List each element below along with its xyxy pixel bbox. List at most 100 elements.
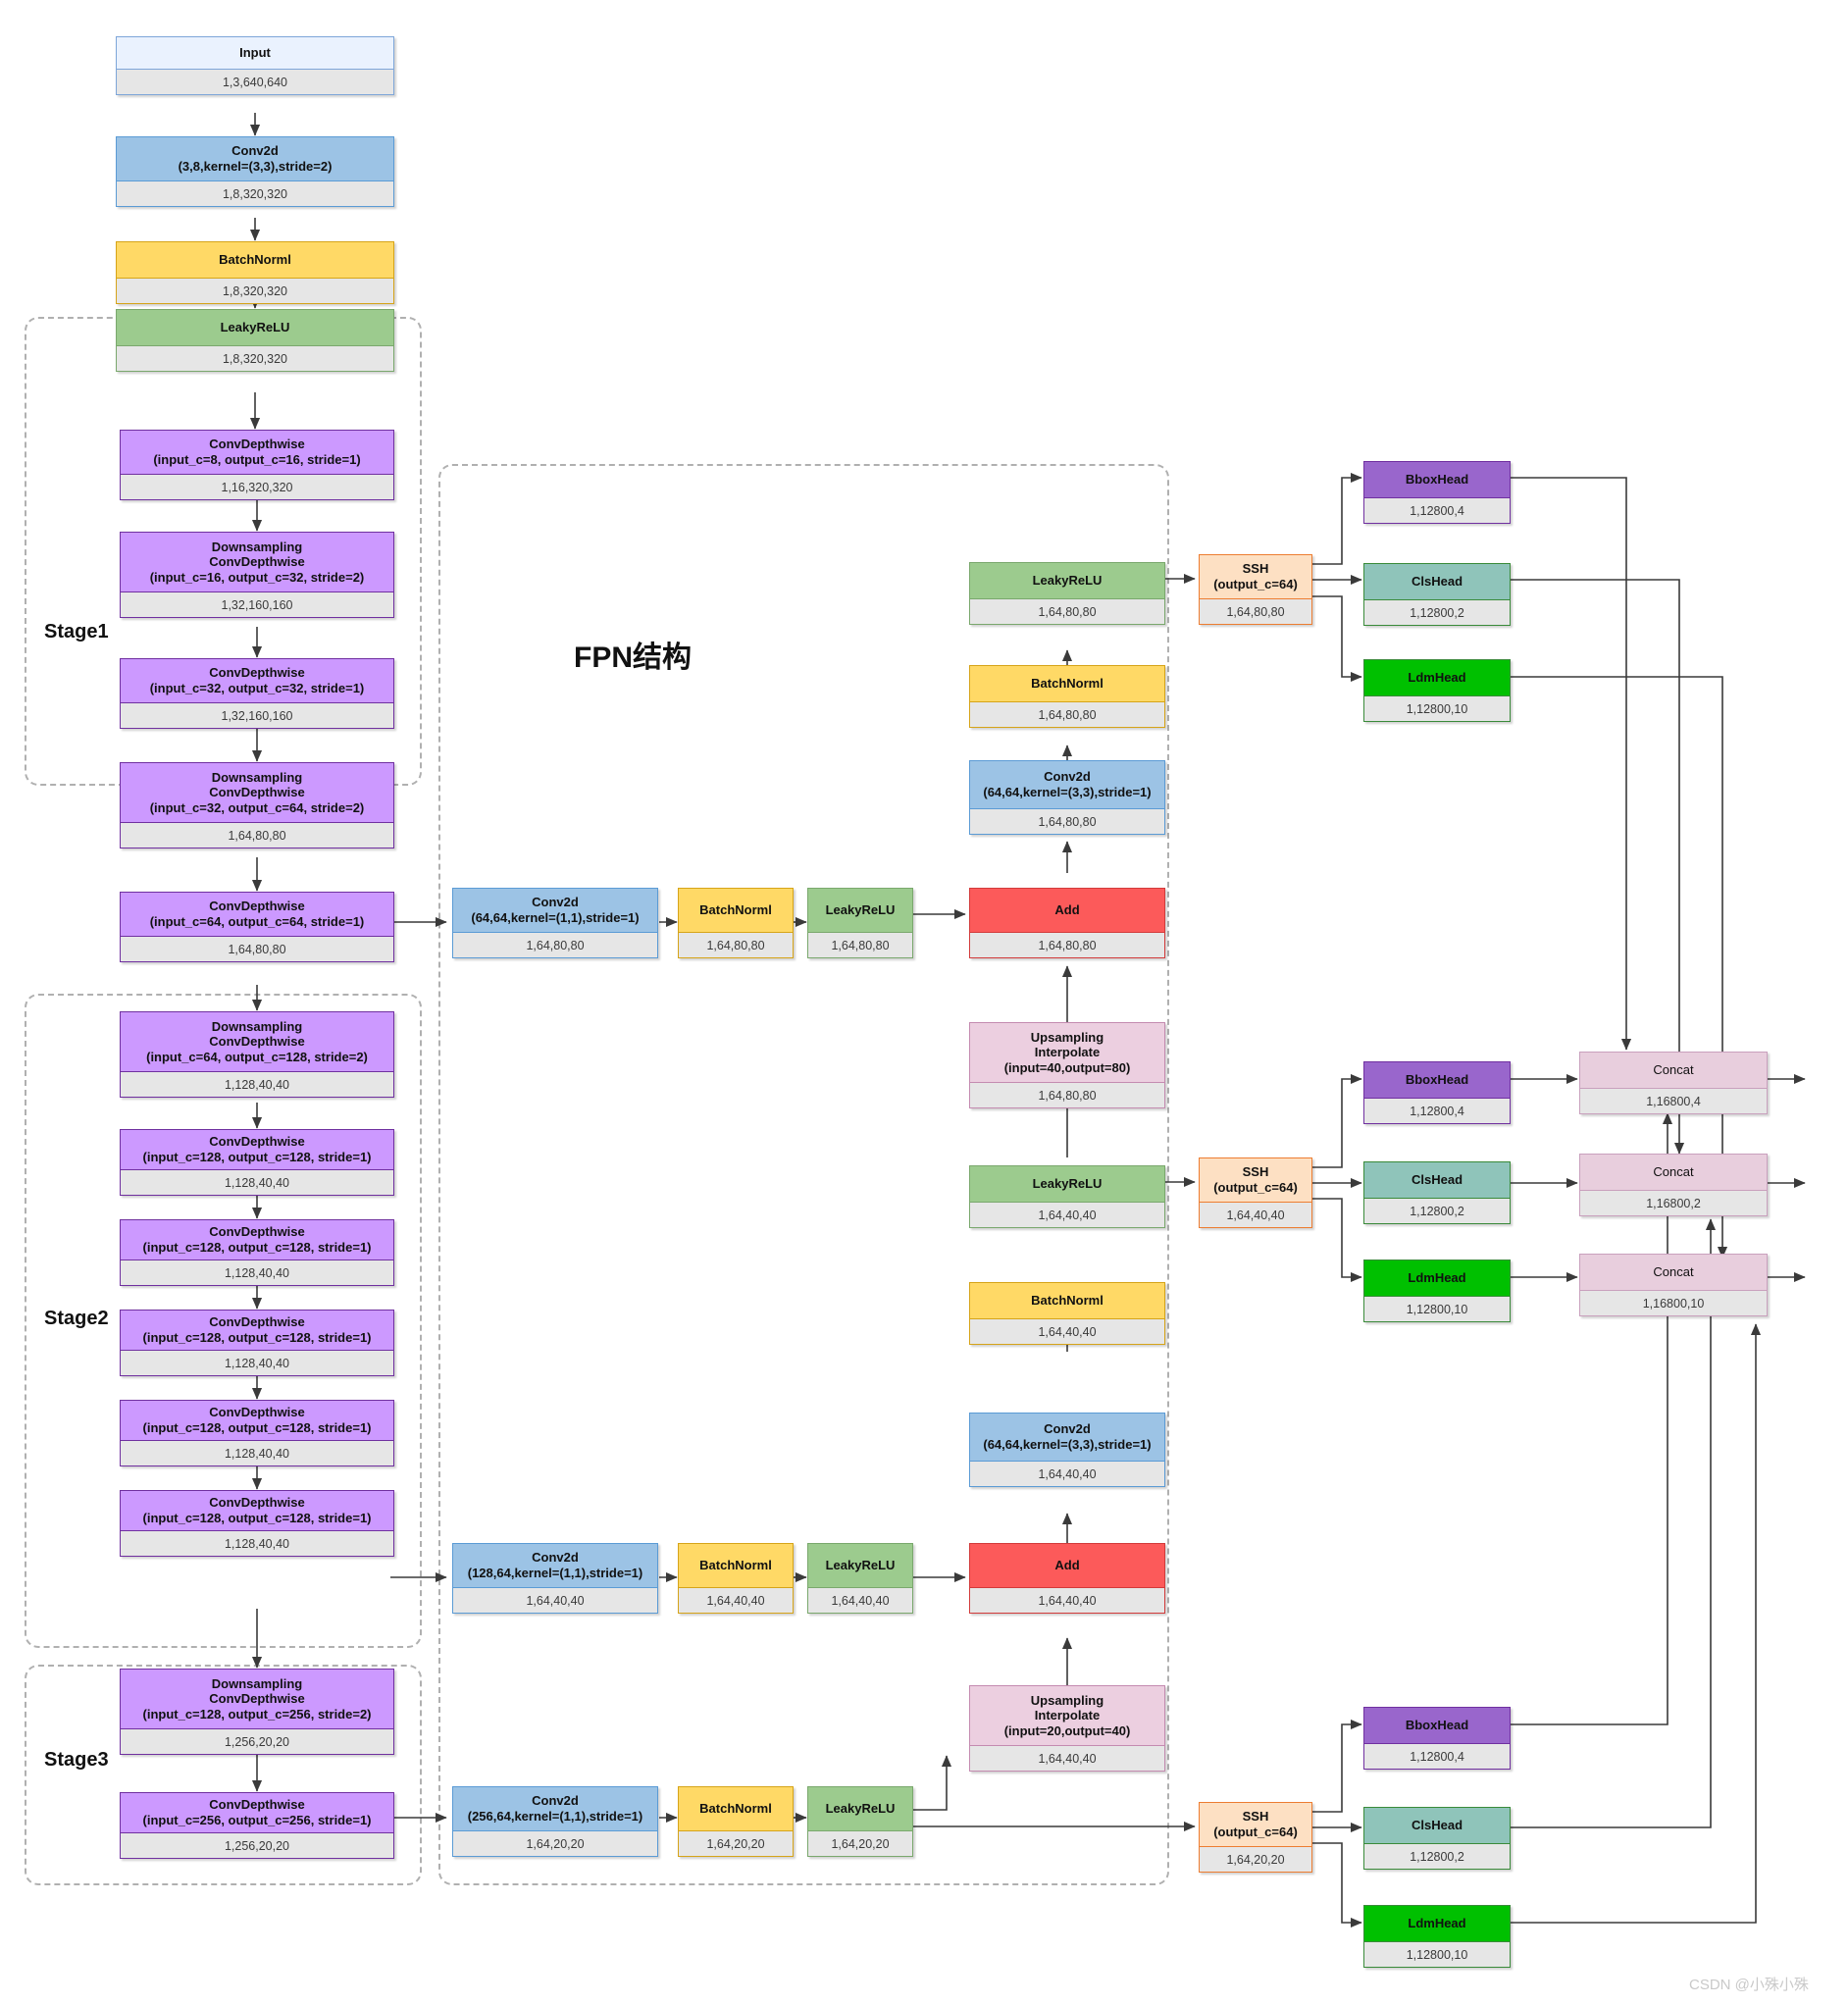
node-add-p2[interactable]: Add 1,64,40,40 [969,1543,1165,1614]
node-s1-dw3[interactable]: ConvDepthwise (input_c=32, output_c=32, … [120,658,394,729]
node-concat-cls-shape: 1,16800,2 [1580,1190,1767,1215]
node-concat-ldm-title: Concat [1580,1255,1767,1290]
node-concat-bbox[interactable]: Concat 1,16800,4 [1579,1052,1768,1114]
node-s1-dw3-shape: 1,32,160,160 [121,702,393,728]
node-l2-bn[interactable]: BatchNorml 1,64,40,40 [678,1543,794,1614]
stage2-group-frame [25,994,422,1648]
node-add-p2-shape: 1,64,40,40 [970,1587,1164,1613]
node-s2-dw2[interactable]: ConvDepthwise (input_c=128, output_c=128… [120,1129,394,1196]
node-stem-bn-shape: 1,8,320,320 [117,278,393,303]
node-ldm3[interactable]: LdmHead 1,12800,10 [1363,1905,1511,1968]
node-s2-dw1-shape: 1,128,40,40 [121,1071,393,1097]
node-m1-relu-title: LeakyReLU [970,563,1164,598]
stage3-group-frame [25,1665,422,1885]
node-s1-dw5[interactable]: ConvDepthwise (input_c=64, output_c=64, … [120,892,394,962]
node-m2-bn[interactable]: BatchNorml 1,64,40,40 [969,1282,1165,1345]
node-s2-dw6[interactable]: ConvDepthwise (input_c=128, output_c=128… [120,1490,394,1557]
node-s3-dw2-title: ConvDepthwise (input_c=256, output_c=256… [121,1793,393,1832]
node-s2-dw6-shape: 1,128,40,40 [121,1530,393,1556]
node-cls3[interactable]: ClsHead 1,12800,2 [1363,1807,1511,1870]
node-up-40-80[interactable]: Upsampling Interpolate (input=40,output=… [969,1022,1165,1108]
node-cls1[interactable]: ClsHead 1,12800,2 [1363,563,1511,626]
node-ssh2[interactable]: SSH (output_c=64) 1,64,40,40 [1199,1157,1312,1228]
node-s3-dw2-shape: 1,256,20,20 [121,1832,393,1858]
node-add-p1[interactable]: Add 1,64,80,80 [969,888,1165,958]
node-s2-dw1[interactable]: Downsampling ConvDepthwise (input_c=64, … [120,1011,394,1098]
node-s1-dw3-title: ConvDepthwise (input_c=32, output_c=32, … [121,659,393,702]
node-ldm3-title: LdmHead [1364,1906,1510,1941]
node-m1-conv-shape: 1,64,80,80 [970,808,1164,834]
node-s2-dw5[interactable]: ConvDepthwise (input_c=128, output_c=128… [120,1400,394,1466]
node-l2-conv[interactable]: Conv2d (128,64,kernel=(1,1),stride=1) 1,… [452,1543,658,1614]
node-l1-bn[interactable]: BatchNorml 1,64,80,80 [678,888,794,958]
node-l1-relu[interactable]: LeakyReLU 1,64,80,80 [807,888,913,958]
node-ssh1[interactable]: SSH (output_c=64) 1,64,80,80 [1199,554,1312,625]
node-m2-relu[interactable]: LeakyReLU 1,64,40,40 [969,1165,1165,1228]
node-m1-bn[interactable]: BatchNorml 1,64,80,80 [969,665,1165,728]
node-m2-conv-title: Conv2d (64,64,kernel=(3,3),stride=1) [970,1414,1164,1461]
node-l1-conv-shape: 1,64,80,80 [453,932,657,957]
node-s2-dw3[interactable]: ConvDepthwise (input_c=128, output_c=128… [120,1219,394,1286]
node-bbox1[interactable]: BboxHead 1,12800,4 [1363,461,1511,524]
node-up-40-80-title: Upsampling Interpolate (input=40,output=… [970,1023,1164,1082]
node-l1-bn-shape: 1,64,80,80 [679,932,793,957]
node-s2-dw4-shape: 1,128,40,40 [121,1350,393,1375]
node-s1-dw1-title: ConvDepthwise (input_c=8, output_c=16, s… [121,431,393,474]
node-ldm2-shape: 1,12800,10 [1364,1296,1510,1321]
node-input-title: Input [117,37,393,69]
node-l1-conv[interactable]: Conv2d (64,64,kernel=(1,1),stride=1) 1,6… [452,888,658,958]
node-s3-dw1-title: Downsampling ConvDepthwise (input_c=128,… [121,1670,393,1728]
node-l2-relu[interactable]: LeakyReLU 1,64,40,40 [807,1543,913,1614]
node-l3-relu-title: LeakyReLU [808,1787,912,1830]
node-bbox3-title: BboxHead [1364,1708,1510,1743]
node-bbox2-shape: 1,12800,4 [1364,1098,1510,1123]
node-m2-conv-shape: 1,64,40,40 [970,1461,1164,1486]
node-bbox1-title: BboxHead [1364,462,1510,497]
node-ldm2[interactable]: LdmHead 1,12800,10 [1363,1260,1511,1322]
node-l3-bn[interactable]: BatchNorml 1,64,20,20 [678,1786,794,1857]
node-bbox3[interactable]: BboxHead 1,12800,4 [1363,1707,1511,1770]
node-l2-conv-title: Conv2d (128,64,kernel=(1,1),stride=1) [453,1544,657,1587]
node-s1-dw5-title: ConvDepthwise (input_c=64, output_c=64, … [121,893,393,936]
node-s2-dw3-shape: 1,128,40,40 [121,1260,393,1285]
stage2-group-label: Stage2 [44,1308,109,1329]
node-concat-cls[interactable]: Concat 1,16800,2 [1579,1154,1768,1216]
node-m1-conv[interactable]: Conv2d (64,64,kernel=(3,3),stride=1) 1,6… [969,760,1165,835]
node-up-20-40[interactable]: Upsampling Interpolate (input=20,output=… [969,1685,1165,1772]
node-add-p1-shape: 1,64,80,80 [970,932,1164,957]
stage3-group-label: Stage3 [44,1749,109,1771]
node-s3-dw1[interactable]: Downsampling ConvDepthwise (input_c=128,… [120,1669,394,1755]
node-cls3-shape: 1,12800,2 [1364,1843,1510,1869]
node-concat-bbox-title: Concat [1580,1053,1767,1088]
node-ssh3[interactable]: SSH (output_c=64) 1,64,20,20 [1199,1802,1312,1873]
node-add-p2-title: Add [970,1544,1164,1587]
node-s1-dw2[interactable]: Downsampling ConvDepthwise (input_c=16, … [120,532,394,618]
node-bbox2[interactable]: BboxHead 1,12800,4 [1363,1061,1511,1124]
node-l1-bn-title: BatchNorml [679,889,793,932]
node-s2-dw2-title: ConvDepthwise (input_c=128, output_c=128… [121,1130,393,1169]
node-s2-dw4[interactable]: ConvDepthwise (input_c=128, output_c=128… [120,1310,394,1376]
node-ldm1-title: LdmHead [1364,660,1510,695]
node-s1-dw1-shape: 1,16,320,320 [121,474,393,499]
node-cls2[interactable]: ClsHead 1,12800,2 [1363,1161,1511,1224]
node-s2-dw1-title: Downsampling ConvDepthwise (input_c=64, … [121,1012,393,1071]
node-s1-dw4[interactable]: Downsampling ConvDepthwise (input_c=32, … [120,762,394,848]
node-stem-conv[interactable]: Conv2d (3,8,kernel=(3,3),stride=2) 1,8,3… [116,136,394,207]
node-input[interactable]: Input 1,3,640,640 [116,36,394,95]
node-ldm1[interactable]: LdmHead 1,12800,10 [1363,659,1511,722]
node-l1-relu-shape: 1,64,80,80 [808,932,912,957]
node-stem-relu-shape: 1,8,320,320 [117,345,393,371]
node-s2-dw3-title: ConvDepthwise (input_c=128, output_c=128… [121,1220,393,1260]
node-m2-conv[interactable]: Conv2d (64,64,kernel=(3,3),stride=1) 1,6… [969,1413,1165,1487]
node-s1-dw1[interactable]: ConvDepthwise (input_c=8, output_c=16, s… [120,430,394,500]
node-stem-bn[interactable]: BatchNorml 1,8,320,320 [116,241,394,304]
node-bbox2-title: BboxHead [1364,1062,1510,1098]
node-l3-relu[interactable]: LeakyReLU 1,64,20,20 [807,1786,913,1857]
node-concat-ldm[interactable]: Concat 1,16800,10 [1579,1254,1768,1316]
node-s3-dw2[interactable]: ConvDepthwise (input_c=256, output_c=256… [120,1792,394,1859]
node-m1-relu[interactable]: LeakyReLU 1,64,80,80 [969,562,1165,625]
node-stem-relu[interactable]: LeakyReLU 1,8,320,320 [116,309,394,372]
node-s2-dw5-shape: 1,128,40,40 [121,1440,393,1465]
node-l3-conv[interactable]: Conv2d (256,64,kernel=(1,1),stride=1) 1,… [452,1786,658,1857]
